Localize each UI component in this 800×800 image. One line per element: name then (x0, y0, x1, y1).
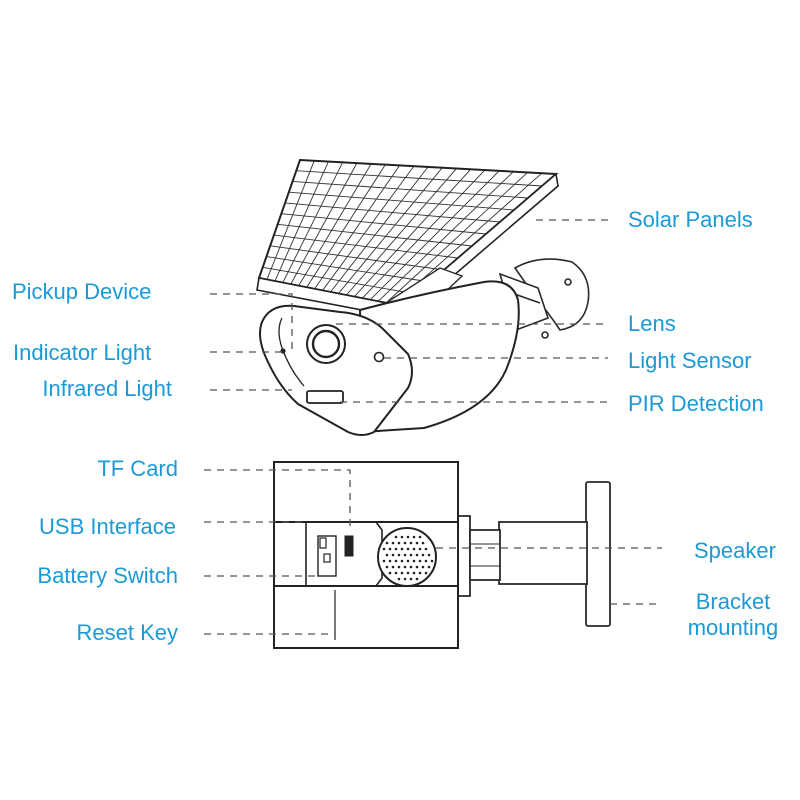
rear-panel (273, 461, 459, 649)
label-lens: Lens (628, 311, 676, 336)
label-bracket-mounting-line1: Bracket (695, 589, 771, 614)
label-usb-interface: USB Interface (39, 514, 176, 539)
label-indicator-light: Indicator Light (13, 340, 152, 365)
label-pir-detection: PIR Detection (628, 391, 764, 416)
label-bracket-mounting-line2: mounting (687, 615, 779, 640)
label-solar-panels: Solar Panels (628, 207, 753, 232)
camera-body (259, 280, 520, 436)
label-pickup-device: Pickup Device (12, 279, 152, 304)
leader-pickup-device (210, 293, 293, 352)
leader-lines (204, 219, 662, 635)
label-bracket-mounting: Bracket mounting (680, 589, 786, 641)
label-reset-key: Reset Key (76, 620, 179, 645)
label-battery-switch: Battery Switch (37, 563, 178, 588)
label-light-sensor: Light Sensor (628, 348, 752, 373)
leader-tf-card (204, 469, 351, 532)
label-tf-card: TF Card (97, 456, 178, 481)
bottom-bracket (457, 481, 611, 627)
label-speaker: Speaker (694, 538, 776, 563)
label-infrared-light: Infrared Light (42, 376, 172, 401)
